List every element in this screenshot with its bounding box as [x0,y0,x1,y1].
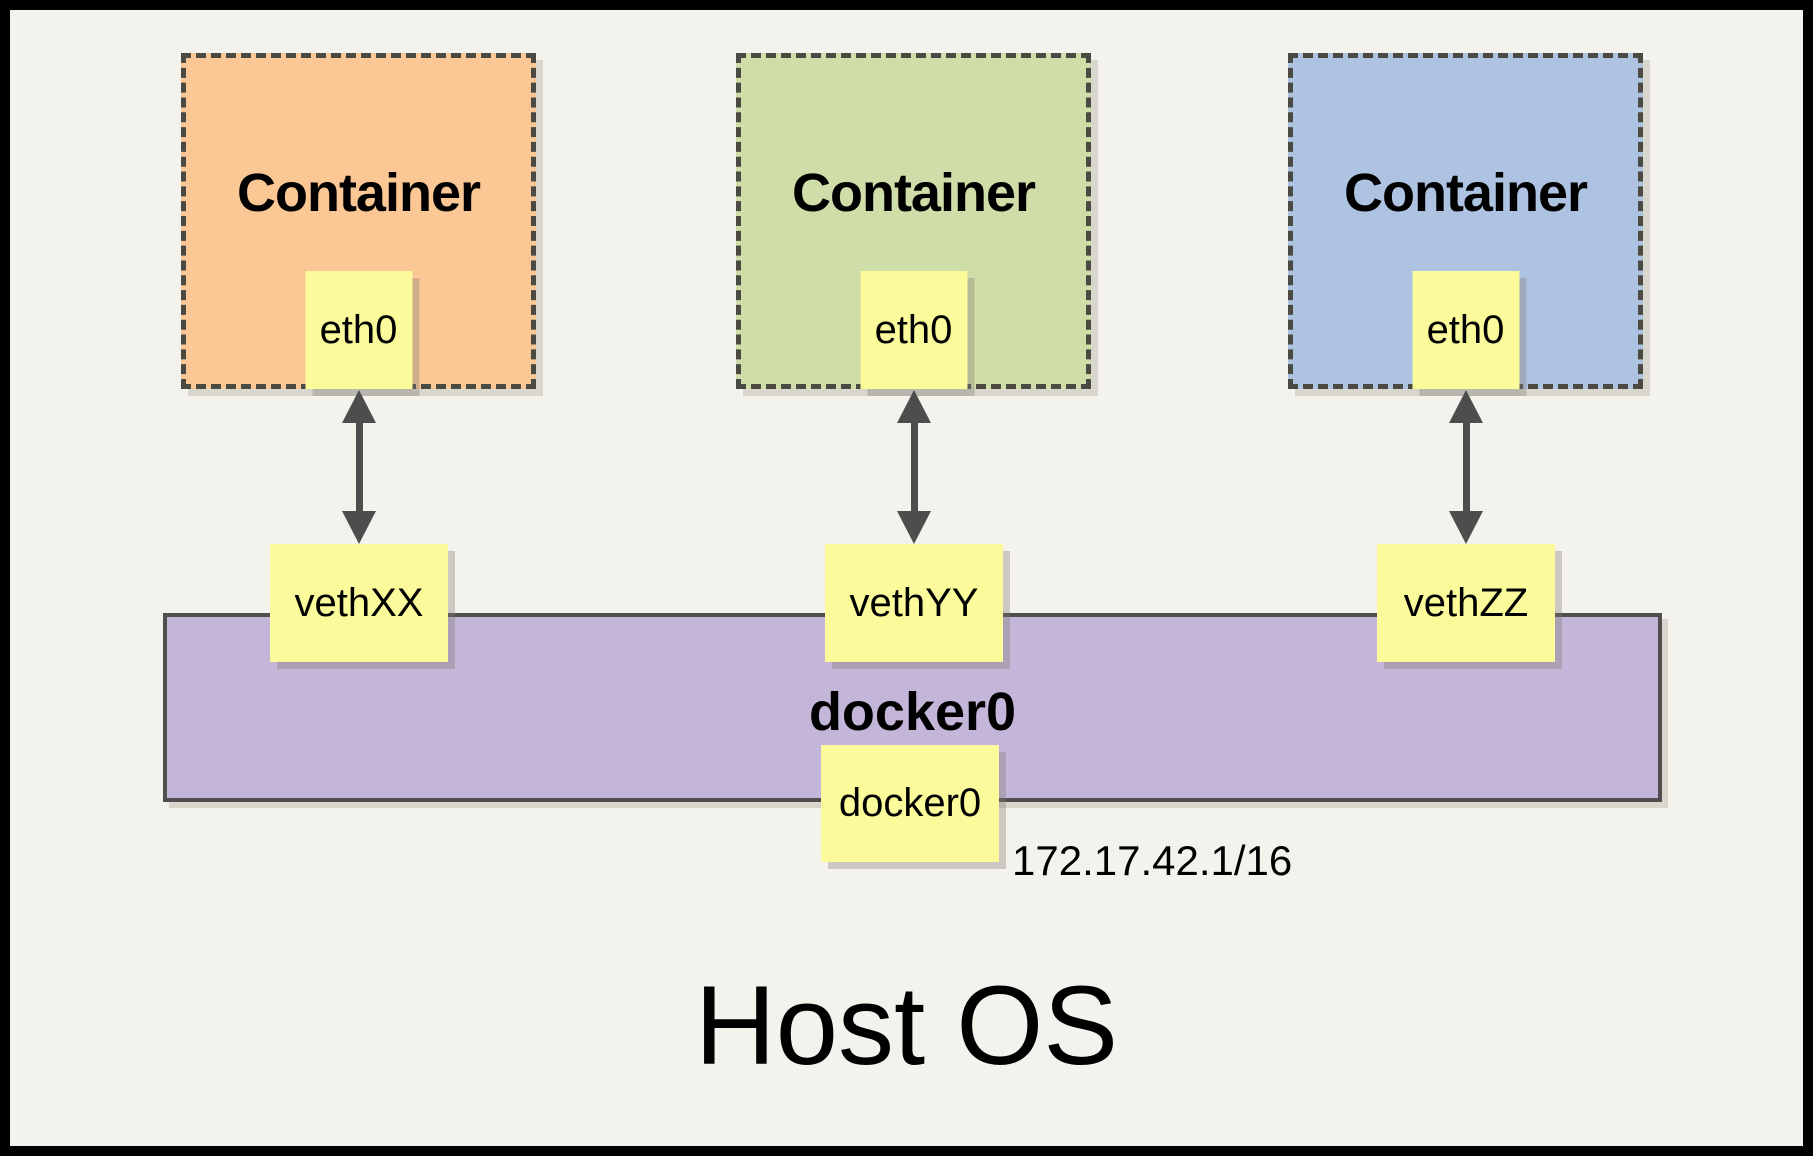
arrow-eth0-vethyy-icon [896,390,932,544]
container-3-eth0-note: eth0 [1412,271,1519,389]
docker0-bridge-label: docker0 [808,682,1017,742]
container-1-eth0-note: eth0 [305,271,412,389]
arrow-down-icon [1449,511,1483,544]
vethyy-label: vethYY [849,580,979,625]
container-3-eth0-label: eth0 [1426,307,1505,352]
arrow-up-icon [1449,390,1483,423]
container-3-title: Container [1343,163,1588,223]
arrow-down-icon [342,511,376,544]
container-box-1: Container eth0 [181,53,536,389]
arrow-shaft [910,423,918,511]
vethxx-note: vethXX [270,544,448,662]
arrow-up-icon [342,390,376,423]
container-box-3: Container eth0 [1288,53,1643,389]
arrow-up-icon [897,390,931,423]
vethyy-note: vethYY [825,544,1003,662]
container-2-title: Container [791,163,1036,223]
arrow-shaft [1462,423,1470,511]
host-os-label: Host OS [694,963,1119,1088]
arrow-eth0-vethzz-icon [1448,390,1484,544]
container-2-eth0-note: eth0 [860,271,967,389]
container-box-2: Container eth0 [736,53,1091,389]
arrow-shaft [355,423,363,511]
docker0-ip-label: 172.17.42.1/16 [1012,837,1293,884]
arrow-down-icon [897,511,931,544]
vethxx-label: vethXX [294,580,424,625]
vethzz-note: vethZZ [1377,544,1555,662]
arrow-eth0-vethxx-icon [341,390,377,544]
container-1-title: Container [236,163,481,223]
container-1-eth0-label: eth0 [319,307,398,352]
container-2-eth0-label: eth0 [874,307,953,352]
docker0-interface-label: docker0 [838,781,982,825]
docker0-interface-note: docker0 [821,745,999,862]
vethzz-label: vethZZ [1403,580,1529,625]
